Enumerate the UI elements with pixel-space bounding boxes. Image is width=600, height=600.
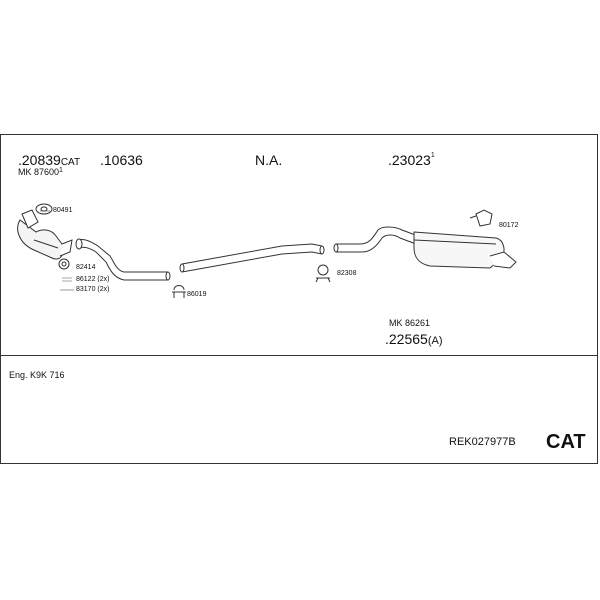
part-82414: 82414 xyxy=(76,264,96,271)
part-86019: 86019 xyxy=(187,291,207,298)
engine-code: Eng. K9K 716 xyxy=(9,370,65,380)
cat-type-badge: CAT xyxy=(546,431,586,453)
part-83170: 83170 (2x) xyxy=(76,286,110,293)
small-part-icons xyxy=(40,210,74,291)
part-80172: 80172 xyxy=(499,222,519,229)
part-number-23023: .230231 xyxy=(388,152,435,168)
part-80491: 80491 xyxy=(53,207,73,214)
na-label: N.A. xyxy=(255,152,283,168)
intermediate-pipe-drawing xyxy=(75,238,171,281)
part-number-10636: .10636 xyxy=(100,152,143,168)
part-82308: 82308 xyxy=(337,270,357,277)
part-number-22565: .22565(A) xyxy=(385,331,443,347)
rear-pipe-drawing xyxy=(333,226,419,253)
reference-number: REK027977B xyxy=(449,436,516,448)
hanger-80172-drawing xyxy=(469,209,493,227)
rear-muffler-drawing xyxy=(413,231,517,269)
part-number-20839: .20839CAT xyxy=(18,152,81,168)
gasket-82414-drawing xyxy=(58,258,70,270)
clamp-82308-drawing xyxy=(315,264,331,283)
divider-line xyxy=(1,355,597,356)
mk-86261-label: MK 86261 xyxy=(389,318,431,328)
diagram-frame xyxy=(0,134,598,464)
mk-87600-label: MK 876001 xyxy=(18,167,63,177)
cat-suffix: CAT xyxy=(60,157,81,168)
middle-pipe-drawing xyxy=(179,243,325,273)
part-86122: 86122 (2x) xyxy=(76,276,110,283)
clamp-86019-drawing xyxy=(172,285,186,298)
